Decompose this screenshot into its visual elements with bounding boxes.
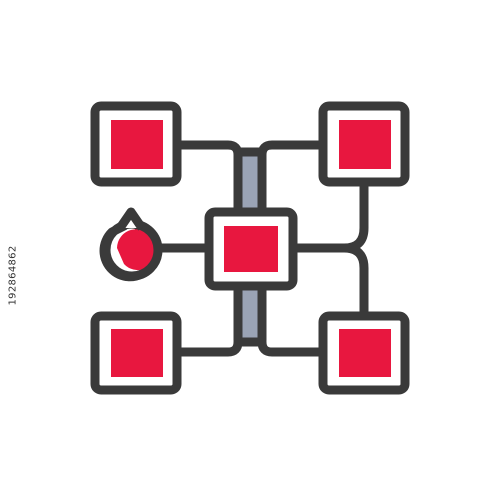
connector-top-left xyxy=(173,140,243,160)
stock-id-label: 192864862 xyxy=(7,245,19,306)
node-bottom-right xyxy=(318,311,410,395)
gear-node-icon xyxy=(99,207,163,282)
connector-lines xyxy=(153,140,369,357)
connector-right-vertical xyxy=(339,180,369,320)
node-center xyxy=(204,207,298,291)
node-top-right xyxy=(318,101,410,187)
connector-top-right xyxy=(257,140,327,160)
connector-bottom-left xyxy=(173,337,243,357)
node-bottom-left xyxy=(90,311,182,395)
connector-bottom-right xyxy=(257,337,327,357)
node-top-left xyxy=(90,101,182,187)
